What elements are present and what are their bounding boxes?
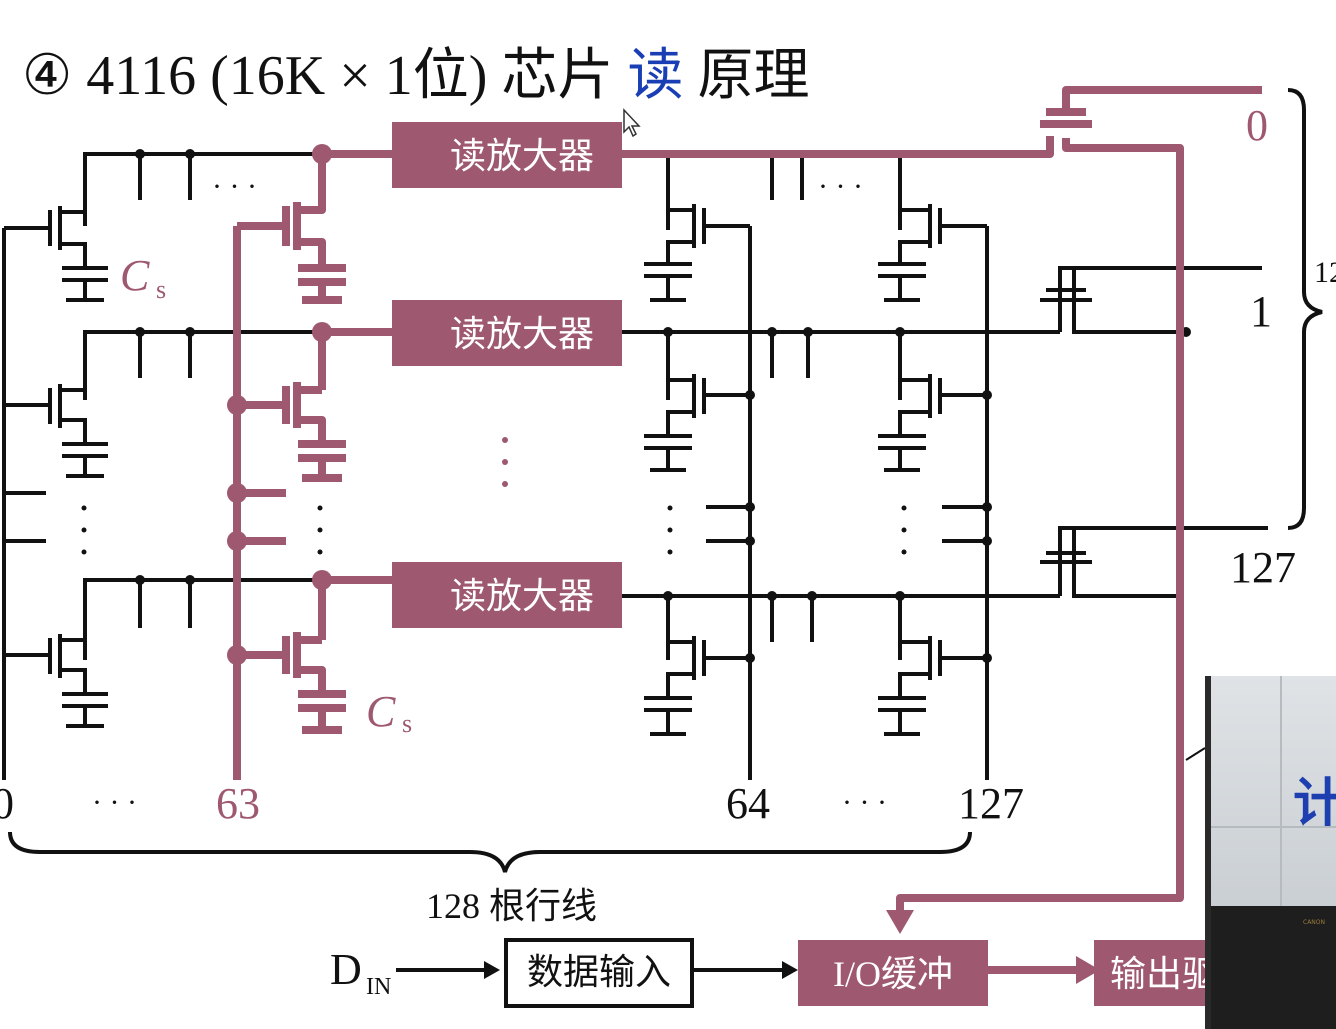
title-suffix: 原理 [697,45,810,107]
sense-amplifier-1-label: 读放大器 [450,136,594,176]
cell-127-0 [878,204,942,302]
read-path [233,86,1262,974]
data-input-label: 数据输入 [527,952,671,992]
webcam-wall [1205,676,1336,916]
io-buffer-label: I/O缓冲 [833,954,953,994]
select-label-0: 0 [1246,101,1268,150]
webcam-sign-text: 计 [1293,774,1336,834]
cs-sub-top: s [156,275,166,304]
ellipsis-col-right: · · · [842,786,887,819]
cs-label-bottom: C [366,687,396,736]
sense-amplifier-3: 读放大器 [392,562,622,628]
ellipsis-marks: · · · · · · · · · · · · [81,170,907,819]
amp-ellipsis-dots [502,437,508,487]
column-label-127: 127 [958,779,1024,828]
data-input-box [504,938,694,1008]
circuit-wiring [2,152,1268,972]
io-buffer-box [798,940,988,1006]
webcam-tile-line [1205,826,1336,828]
read-path-markers [227,144,1100,984]
junction-dots [135,149,1191,663]
title-prefix: ④ 4116 (16K × 1位) 芯片 [22,45,614,107]
din-sub: IN [366,974,391,1000]
column-label-63: 63 [216,779,260,828]
capacitor-label-top: C s [120,251,166,304]
arrowheads [484,961,798,979]
select-group-label: 12 [1314,256,1336,289]
cell-64-0 [644,204,706,302]
cs-label-top: C [120,251,150,300]
mouse-cursor-icon [623,108,641,138]
row-group-label: 128 根行线 [426,886,597,926]
column-select-brace [1287,88,1323,530]
capacitor-label-bottom: C s [366,687,412,738]
column-label-64: 64 [726,779,770,828]
sense-amplifier-3-label: 读放大器 [450,576,594,616]
din-label: D [330,945,362,994]
cs-sub-bottom: s [402,709,412,738]
cell-0-2 [48,634,108,728]
select-label-1: 1 [1250,287,1272,336]
sense-amplifier-2: 读放大器 [392,300,622,366]
webcam-tile-line [1280,676,1282,906]
ellipsis-row-top-left: · · · [212,170,257,203]
slide-title: ④ 4116 (16K × 1位) 芯片 读 原理 [22,30,809,111]
select-label-127: 127 [1230,543,1296,592]
row-group-brace [8,831,972,873]
ellipsis-col-left: · · · [92,786,137,819]
webcam-monitor-brand: CANON [1303,919,1325,926]
cell-0-0 [48,206,108,302]
ellipsis-row-top-right: · · · [818,170,863,203]
sense-amplifier-1: 读放大器 [392,122,622,188]
black-cells [48,204,942,736]
cell-64-2 [644,636,706,736]
webcam-desk [1205,906,1336,1029]
cell-127-1 [878,374,942,472]
output-driver-box [1094,940,1224,1006]
column-label-0: 0 [0,779,14,828]
webcam-overlay: 计 CANON [1205,676,1336,1029]
cell-64-1 [644,374,706,472]
output-driver-label: 输出驱 [1110,954,1218,994]
cell-0-1 [48,384,108,478]
title-highlight: 读 [627,45,684,107]
sense-amplifier-2-label: 读放大器 [450,314,594,354]
webcam-frame [1205,676,1211,1029]
cell-127-2 [878,636,942,736]
